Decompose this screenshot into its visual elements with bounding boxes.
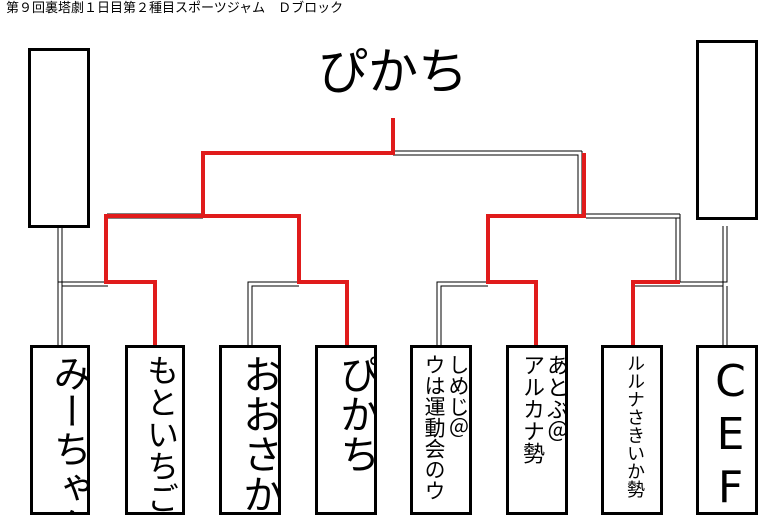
normal-lines [57,150,728,345]
entrant-box-2: もといちご [125,345,185,515]
connector-line [247,281,299,345]
entrant-name-line-1: あとぶ＠ [543,354,568,442]
win-line [486,153,586,345]
connector-line [436,281,488,345]
connector-line [57,226,63,345]
entrant-name: CEF [705,356,756,515]
entrant-box-7: ルルナさきいか勢 [601,345,663,515]
page-caption: 第９回裏塔劇１日目第２種目スポーツジャム Ｄブロック [6,1,344,16]
entrant-box-6: あとぶ＠ アルカナ勢 [506,345,568,515]
connector-line [586,213,680,219]
win-line [203,214,349,345]
side-box-left [28,48,90,228]
entrant-box-8: CEF [696,345,758,515]
entrant-name: ぴかち [333,354,377,474]
connector-line [57,281,108,345]
entrant-box-4: ぴかち [315,345,377,515]
entrant-name: みーちゃん [47,354,90,515]
win-line [104,118,395,345]
entrant-name: もといちご [142,354,180,514]
entrant-name: ルルナさきいか勢 [624,354,645,498]
winner-name: ぴかち [318,43,468,101]
entrant-box-1: みーちゃん [30,345,90,515]
entrant-box-5: しめじ＠ ウは運動会のウ [410,345,472,515]
entrant-box-3: おおさか [219,345,281,515]
side-box-right [696,40,758,220]
entrant-name-line-1: しめじ＠ [446,354,470,438]
connector-line [635,226,728,287]
entrant-name-line-2: ウは運動会のウ [422,354,446,501]
entrant-name: おおさか [236,354,281,514]
win-line [631,280,680,345]
entrant-name-line-2: アルカナ勢 [519,354,544,464]
connector-line [675,214,681,282]
win-path [104,118,680,345]
connector-line [393,150,582,214]
connector-line [722,286,728,345]
